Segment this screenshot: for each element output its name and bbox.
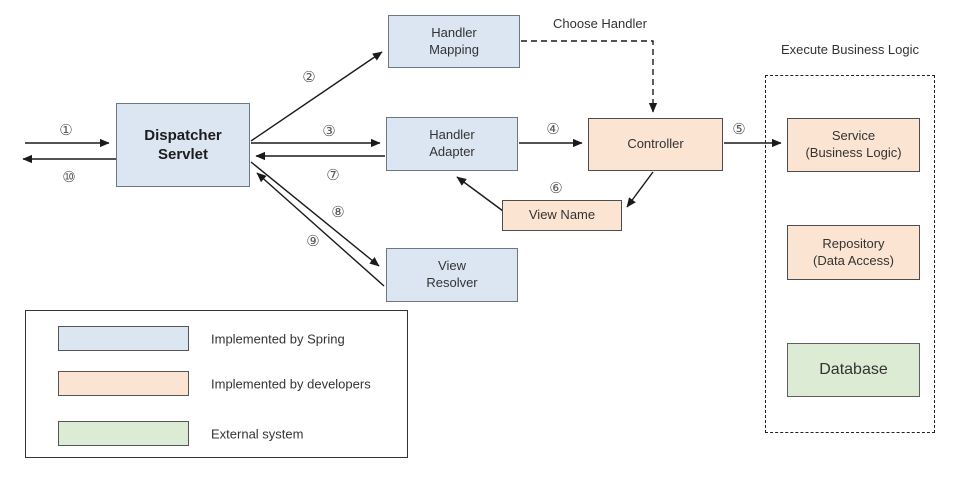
legend-label-developers: Implemented by developers <box>211 376 371 391</box>
legend-swatch-spring <box>58 326 189 351</box>
legend-box: Implemented by Spring Implemented by dev… <box>25 310 408 458</box>
arrow-controller-to-view-name <box>626 171 654 208</box>
step-7-badge: ⑦ <box>326 167 340 184</box>
step-8-badge: ⑧ <box>331 204 345 221</box>
step-5-badge: ⑤ <box>732 121 746 138</box>
legend-label-external: External system <box>211 426 304 441</box>
arrow-choose-handler-dashed <box>521 40 658 113</box>
node-view-name: View Name <box>502 200 622 231</box>
node-database: Database <box>787 343 920 397</box>
node-repository: Repository (Data Access) <box>787 225 920 280</box>
node-view-resolver: View Resolver <box>386 248 518 302</box>
choose-handler-label: Choose Handler <box>553 16 647 31</box>
node-handler-mapping: Handler Mapping <box>388 15 520 68</box>
node-service: Service (Business Logic) <box>787 118 920 172</box>
arrow-step-8-to-view-resolver <box>250 161 380 267</box>
step-2-badge: ② <box>302 69 316 86</box>
legend-swatch-developers <box>58 371 189 396</box>
arrow-step-6-view-name-to-adapter <box>456 176 504 212</box>
arrow-step-9-back-to-dispatcher <box>256 172 385 287</box>
step-3-badge: ③ <box>322 123 336 140</box>
legend-row-developers: Implemented by developers <box>26 371 407 396</box>
arrow-step-2-to-handler-mapping <box>250 51 383 142</box>
step-9-badge: ⑨ <box>306 233 320 250</box>
legend-label-spring: Implemented by Spring <box>211 331 345 346</box>
execute-business-logic-label: Execute Business Logic <box>780 42 920 57</box>
business-logic-group <box>765 75 935 433</box>
step-4-badge: ④ <box>546 121 560 138</box>
legend-swatch-external <box>58 421 189 446</box>
legend-row-external: External system <box>26 421 407 446</box>
node-dispatcher-servlet: Dispatcher Servlet <box>116 103 250 187</box>
step-10-badge: ⑩ <box>62 169 76 186</box>
node-handler-adapter: Handler Adapter <box>386 117 518 171</box>
step-6-badge: ⑥ <box>549 180 563 197</box>
node-controller: Controller <box>588 118 723 171</box>
step-1-badge: ① <box>59 122 73 139</box>
legend-row-spring: Implemented by Spring <box>26 326 407 351</box>
